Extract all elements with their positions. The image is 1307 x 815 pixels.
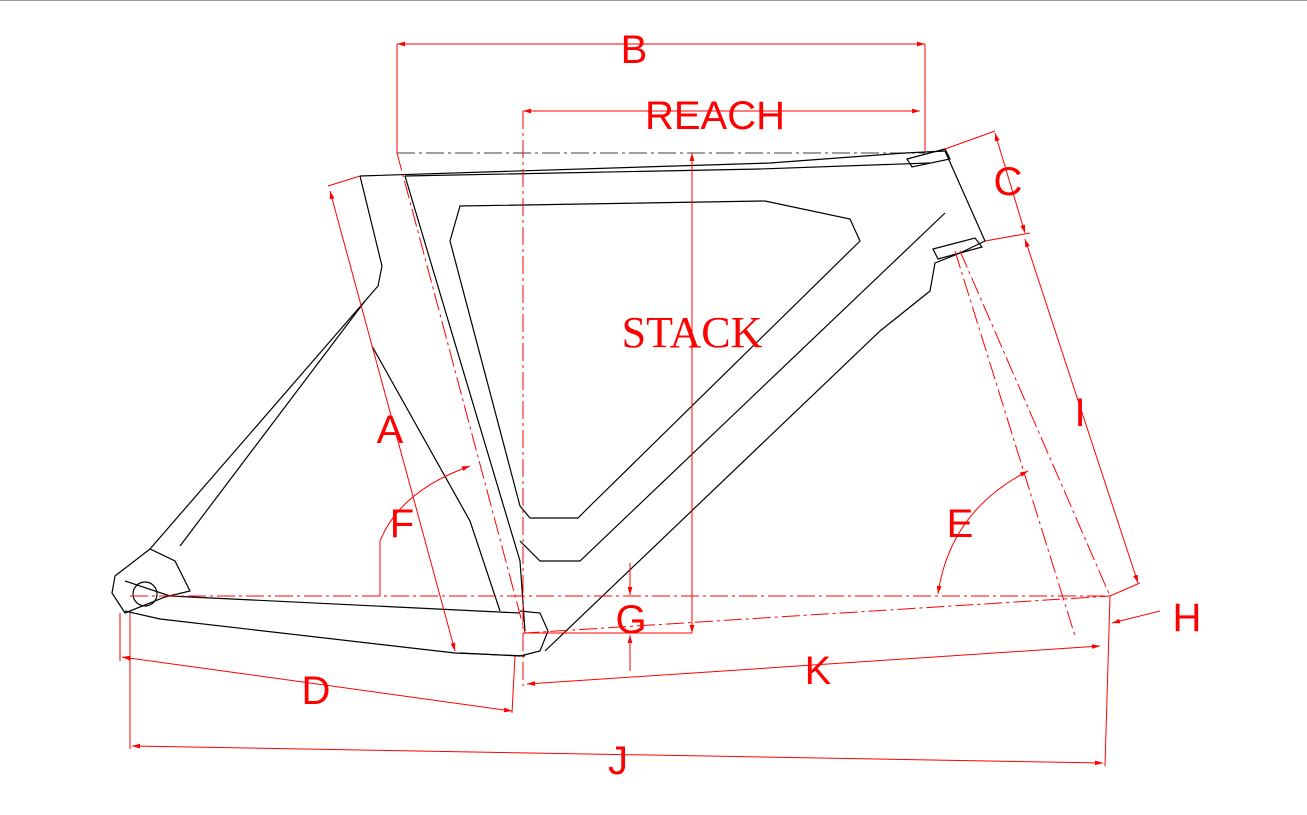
seat-tube [149, 175, 526, 632]
label-j: J [608, 739, 628, 783]
dimension-lines [119, 41, 1161, 767]
bike-frame [111, 148, 986, 657]
dim-j [131, 743, 1104, 766]
label-b: B [621, 28, 648, 72]
label-h: H [1173, 596, 1202, 640]
label-e: E [947, 502, 974, 546]
label-i: I [1074, 391, 1085, 435]
dim-c [994, 132, 1026, 234]
rear-dropout [111, 548, 191, 614]
dim-i [1024, 238, 1139, 584]
dim-k [526, 644, 1101, 686]
label-d: D [302, 669, 331, 713]
angle-e-arc [936, 470, 1029, 595]
label-a: A [377, 408, 404, 452]
label-stack: STACK [622, 308, 763, 357]
down-tube [519, 212, 946, 562]
label-k: K [805, 649, 832, 693]
seat-centerline [396, 152, 1111, 634]
main-triangle-window [449, 200, 861, 519]
fork-centerline [954, 250, 1111, 637]
top-tube-lower [404, 162, 931, 177]
label-reach: REACH [645, 94, 785, 138]
dimension-labels: B REACH C STACK A I F E G H K D J [302, 28, 1202, 783]
label-f: F [390, 502, 414, 546]
dim-a [329, 190, 456, 652]
head-cups [906, 148, 984, 260]
head-tube [544, 150, 986, 652]
seat-stay [179, 300, 501, 612]
rear-axle [132, 581, 158, 607]
dim-d [121, 655, 513, 713]
top-tube [359, 152, 906, 177]
dim-h [1111, 610, 1161, 624]
label-g: G [615, 598, 646, 642]
angle-f-arc [379, 466, 470, 596]
label-c: C [994, 160, 1023, 204]
